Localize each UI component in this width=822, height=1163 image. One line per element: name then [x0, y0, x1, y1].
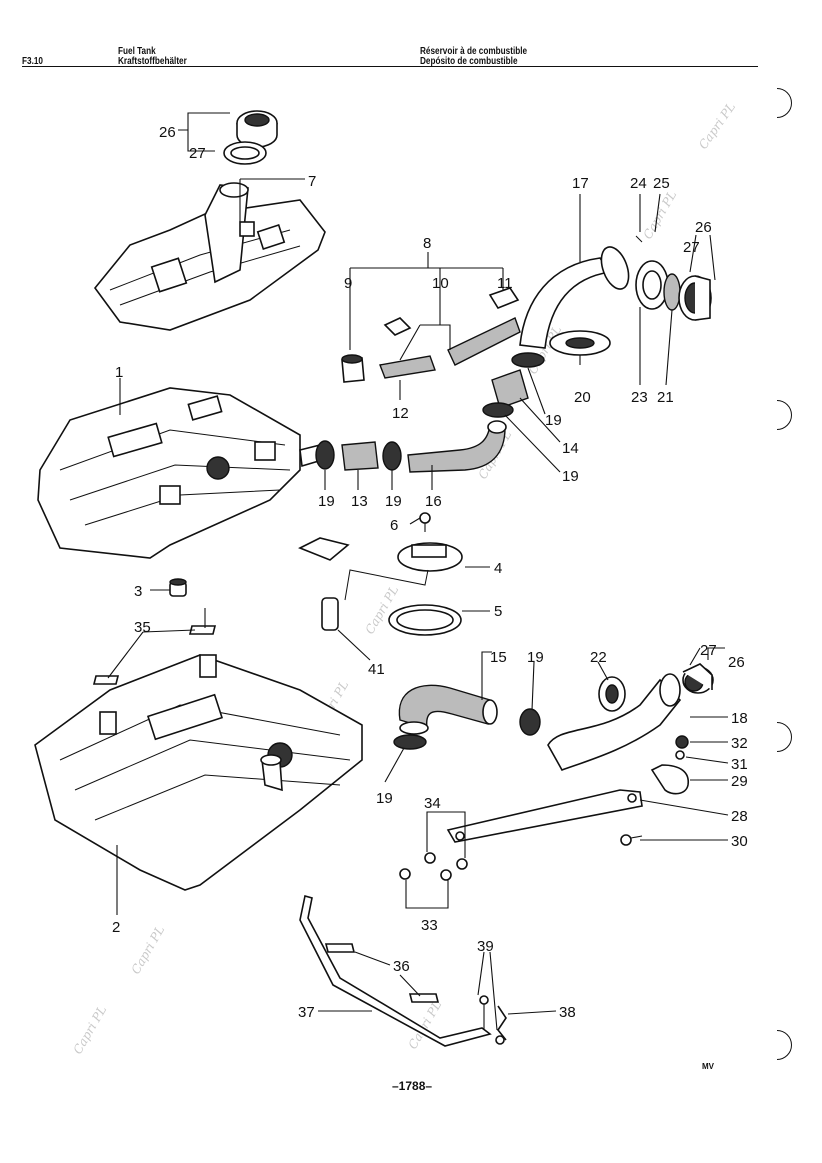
callout-27: 27 [683, 239, 700, 256]
callout-22: 22 [590, 649, 607, 666]
grommet-22 [598, 676, 626, 712]
callout-19: 19 [527, 649, 544, 666]
callout-38: 38 [559, 1004, 576, 1021]
callout-27: 27 [189, 145, 206, 162]
page-number: –1788– [392, 1079, 433, 1093]
title-german: Kraftstoffbehälter [118, 56, 187, 67]
screw-6 [419, 512, 431, 532]
short-hose-with-clamps [315, 440, 402, 471]
callout-19: 19 [545, 412, 562, 429]
callout-3: 3 [134, 583, 142, 600]
callout-4: 4 [494, 560, 502, 577]
watermark: Capri PL [128, 923, 167, 976]
callout-14: 14 [562, 440, 579, 457]
callout-25: 25 [653, 175, 670, 192]
callout-29: 29 [731, 773, 748, 790]
anti-squeak-pads [92, 625, 217, 685]
callout-1: 1 [115, 364, 123, 381]
strap-bolt-and-nuts [479, 995, 507, 1045]
callout-19: 19 [376, 790, 393, 807]
callout-7: 7 [308, 173, 316, 190]
bolt-30 [620, 834, 643, 846]
support-bracket [446, 789, 643, 843]
callout-26: 26 [695, 219, 712, 236]
callout-28: 28 [731, 808, 748, 825]
callout-36: 36 [393, 958, 410, 975]
filler-pipe [519, 246, 630, 349]
fuel-tank-1 [37, 387, 323, 559]
callout-39: 39 [477, 938, 494, 955]
callout-2: 2 [112, 919, 120, 936]
leader-lines [107, 112, 729, 1031]
header-rule [22, 66, 758, 67]
title-english: Fuel Tank [118, 46, 156, 57]
callout-19: 19 [562, 468, 579, 485]
callout-26: 26 [728, 654, 745, 671]
callout-41: 41 [368, 661, 385, 678]
callout-9: 9 [344, 275, 352, 292]
callout-labels: 26 27 7 8 9 10 11 12 17 24 25 26 27 20 2… [112, 124, 748, 1021]
filler-pipe-lower [547, 673, 682, 771]
callout-24: 24 [630, 175, 647, 192]
title-french: Réservoir à de combustible [420, 46, 528, 57]
callout-37: 37 [298, 1004, 315, 1021]
hose-clamps-lower [393, 708, 541, 750]
callout-19: 19 [385, 493, 402, 510]
filler-cap-lower [682, 663, 714, 694]
grommet [549, 330, 611, 356]
callout-19: 19 [318, 493, 335, 510]
fuel-gauge-sender [298, 537, 463, 631]
callout-21: 21 [657, 389, 674, 406]
fuel-tank-with-neck [93, 182, 326, 331]
bolts-and-washers [399, 852, 468, 881]
callout-31: 31 [731, 756, 748, 773]
tank-strap [299, 894, 492, 1047]
title-spanish: Depósito de combustible [420, 56, 518, 67]
connecting-hose [407, 420, 507, 473]
hose-clamps-upper [482, 352, 545, 418]
callout-30: 30 [731, 833, 748, 850]
callout-15: 15 [490, 649, 507, 666]
vent-hoses [341, 287, 521, 383]
filler-flange-and-cap [635, 235, 712, 321]
watermark: Capri PL [70, 1003, 109, 1056]
sender-seal-ring [388, 604, 462, 636]
callout-20: 20 [574, 389, 591, 406]
callout-27: 27 [700, 642, 717, 659]
callout-12: 12 [392, 405, 409, 422]
callout-13: 13 [351, 493, 368, 510]
callout-11: 11 [497, 275, 513, 292]
callout-5: 5 [494, 603, 502, 620]
callout-33: 33 [421, 917, 438, 934]
strap-pads [324, 943, 440, 1003]
callout-32: 32 [731, 735, 748, 752]
watermark: Capri PL [696, 100, 738, 152]
draftsman-initials: MV [702, 1062, 714, 1071]
callout-16: 16 [425, 493, 442, 510]
callout-23: 23 [631, 389, 648, 406]
section-code: F3.10 [22, 56, 43, 67]
fuel-tank-2 [34, 654, 363, 891]
callout-6: 6 [390, 517, 398, 534]
drain-plug [169, 578, 187, 597]
callout-8: 8 [423, 235, 431, 252]
callout-34: 34 [424, 795, 441, 812]
callout-18: 18 [731, 710, 748, 727]
callout-35: 35 [134, 619, 151, 636]
callout-17: 17 [572, 175, 589, 192]
pipe-clamp-and-nuts [650, 735, 689, 795]
callout-26: 26 [159, 124, 176, 141]
filler-cap-top [223, 110, 278, 165]
elbow-hose [398, 684, 498, 735]
callout-10: 10 [432, 275, 449, 292]
